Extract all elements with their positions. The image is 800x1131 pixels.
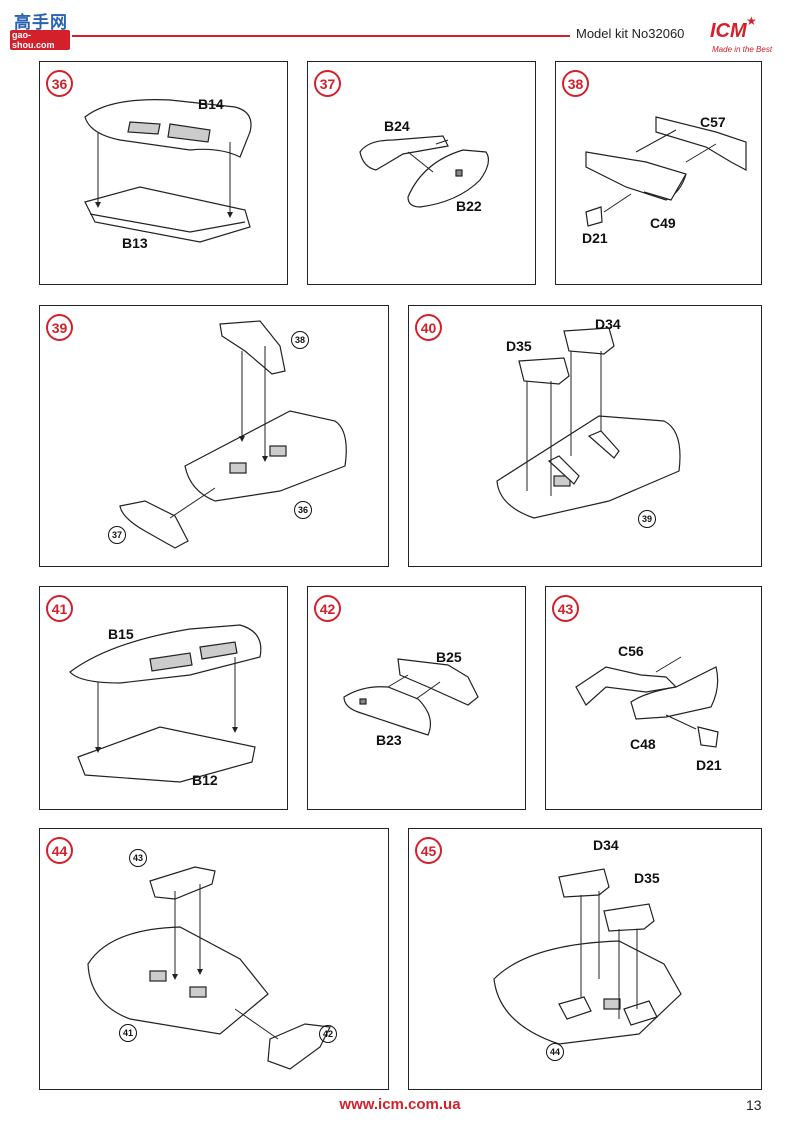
step-number: 41 [46,595,73,622]
step-panel-44: 44 43 41 42 [39,828,389,1090]
nacelle-frame-drawing [575,656,719,748]
step-panel-43: 43 C56 C48 D21 [545,586,762,810]
part-label: C49 [650,215,676,231]
part-label: B22 [456,198,482,214]
part-label: B24 [384,118,410,134]
part-label: B14 [198,96,224,112]
step-number: 37 [314,70,341,97]
icm-logo: ★ ICM Made in the Best [700,14,790,58]
step-number: 45 [415,837,442,864]
step-ref: 38 [291,331,309,349]
step-panel-42: 42 B25 B23 [307,586,526,810]
step-number: 44 [46,837,73,864]
step-number: 36 [46,70,73,97]
watermark-url: gao-shou.com [10,30,70,50]
footer-url: www.icm.com.ua [339,1096,461,1113]
model-kit-number: Model kit No32060 [576,26,685,41]
step-ref: 36 [294,501,312,519]
step-number: 40 [415,314,442,341]
step-panel-45: 45 D34 D35 44 [408,828,762,1090]
part-label: D21 [696,757,722,773]
wing-assembly-drawing [87,866,331,1070]
page-number: 13 [746,1097,762,1113]
step-ref: 39 [638,510,656,528]
step-panel-41: 41 B15 B12 [39,586,288,810]
nacelle-parts-drawing [359,135,490,208]
step-ref: 42 [319,1025,337,1043]
step-ref: 43 [129,849,147,867]
wing-detail-drawing [496,327,681,519]
star-icon: ★ [746,14,757,28]
step-ref: 37 [108,526,126,544]
nacelle-frame-drawing [585,116,747,227]
step-ref: 41 [119,1024,137,1042]
step-panel-39: 39 38 37 36 [39,305,389,567]
part-label: D35 [634,870,660,886]
part-label: B23 [376,732,402,748]
watermark-logo: 高手网 gao-shou.com [6,4,70,50]
step-panel-38: 38 C57 D21 C49 [555,61,762,285]
part-label: D34 [595,316,621,332]
nacelle-parts-drawing [343,658,479,736]
part-label: D35 [506,338,532,354]
part-label: D21 [582,230,608,246]
step-number: 38 [562,70,589,97]
part-label: C48 [630,736,656,752]
part-label: B13 [122,235,148,251]
part-label: C57 [700,114,726,130]
wing-detail-drawing [493,868,682,1045]
part-label: D34 [593,837,619,853]
logo-text: ICM [710,20,747,42]
part-label: C56 [618,643,644,659]
step-panel-37: 37 B24 B22 [307,61,536,285]
wing-parts-drawing [69,624,262,783]
step-panel-36: 36 B14 B13 [39,61,288,285]
wing-parts-drawing [84,99,252,243]
part-label: B15 [108,626,134,642]
step-number: 39 [46,314,73,341]
wing-assembly-drawing [119,320,347,549]
step-ref: 44 [546,1043,564,1061]
watermark-title: 高手网 [14,13,68,33]
step-number: 42 [314,595,341,622]
header-rule [72,35,570,37]
step-panel-40: 40 D34 D35 39 [408,305,762,567]
logo-tagline: Made in the Best [712,45,773,54]
part-label: B12 [192,772,218,788]
part-label: B25 [436,649,462,665]
step-number: 43 [552,595,579,622]
